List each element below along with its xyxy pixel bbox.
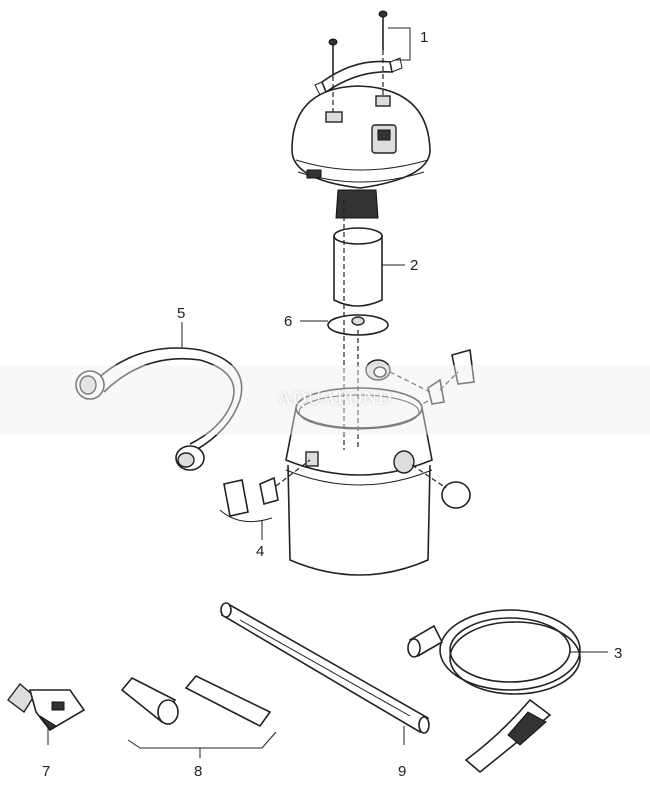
watermark-band — [0, 365, 650, 435]
filter-cartridge — [333, 227, 383, 307]
inlet-fitting — [365, 348, 475, 419]
upholstery-nozzle — [7, 682, 86, 732]
motor-head — [291, 85, 431, 219]
container — [285, 387, 471, 576]
callout-8: 8 — [194, 763, 202, 780]
handle-part — [314, 10, 411, 96]
latch-clip — [219, 459, 311, 523]
callout-7: 7 — [42, 763, 50, 780]
extension-wand — [220, 602, 430, 734]
hose-short — [75, 347, 243, 471]
hose-long — [407, 609, 581, 774]
callout-1: 1 — [420, 29, 428, 46]
callout-2: 2 — [410, 257, 418, 274]
callout-4: 4 — [256, 543, 264, 560]
callout-9: 9 — [398, 763, 406, 780]
crevice-nozzles — [120, 675, 277, 749]
watermark: AQUAPOND — [278, 388, 393, 409]
callout-5: 5 — [177, 305, 185, 322]
callout-3: 3 — [614, 645, 622, 662]
callout-6: 6 — [284, 313, 292, 330]
